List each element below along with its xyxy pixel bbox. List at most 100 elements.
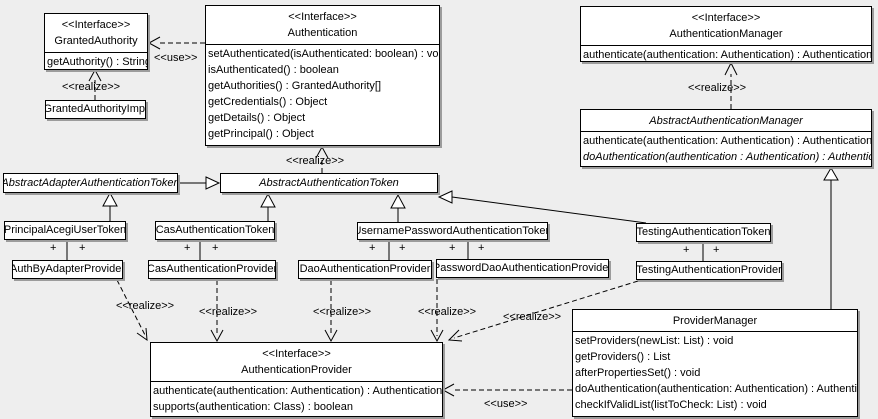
edge-realize-dao-provider[interactable] — [324, 280, 338, 343]
association-end-plus: + — [449, 242, 456, 254]
method: afterPropertiesSet() : void — [575, 367, 701, 379]
edge-realize-abstract-authentication-token[interactable] — [315, 145, 329, 173]
class-username-password-authentication-token[interactable]: UsernamePasswordAuthenticationToken — [357, 222, 548, 240]
realize-label: <<realize>> — [116, 300, 175, 312]
use-label: <<use>> — [154, 52, 198, 64]
edge-generalization-usernamepassword-token[interactable] — [390, 193, 406, 222]
edge-use-authentication-provider[interactable] — [441, 383, 572, 397]
method: getDetails() : Object — [208, 112, 306, 124]
realize-label: <<realize>> — [313, 306, 372, 318]
method-abstract: doAuthentication(authentication : Authen… — [583, 151, 871, 163]
edge-realize-cas-provider[interactable] — [210, 280, 224, 343]
class-name: UsernamePasswordAuthenticationToken — [357, 224, 548, 237]
realize-label: <<realize>> — [503, 311, 562, 323]
realize-label: <<realize>> — [418, 306, 477, 318]
class-name: GrantedAuthority — [54, 35, 138, 47]
class-name: PrincipalAcegiUserToken — [4, 224, 126, 236]
class-authentication-provider[interactable]: <<Interface>> AuthenticationProvider aut… — [150, 342, 443, 417]
association-end-plus: + — [399, 242, 406, 254]
method: getCredentials() : Object — [208, 96, 328, 108]
class-granted-authority[interactable]: <<Interface>> GrantedAuthority getAuthor… — [44, 13, 148, 70]
association-end-plus: + — [212, 242, 219, 254]
method: getAuthorities() : GrantedAuthority[] — [208, 80, 382, 92]
method: setProviders(newList: List) : void — [575, 335, 734, 347]
class-testing-authentication-token[interactable]: TestingAuthenticationToken — [636, 223, 771, 242]
use-label: <<use>> — [484, 398, 528, 410]
association-end-plus: + — [683, 244, 690, 256]
stereotype-label: <<Interface>> — [288, 11, 357, 23]
methods-compartment: authenticate(authentication: Authenticat… — [581, 131, 871, 166]
association-end-plus: + — [478, 242, 485, 254]
edge-realize-abstract-authentication-manager[interactable] — [724, 61, 738, 109]
class-dao-authentication-provider[interactable]: DaoAuthenticationProvider — [298, 260, 432, 279]
association-end-plus: + — [369, 242, 376, 254]
method: authenticate(authentication: Authenticat… — [583, 49, 871, 61]
class-auth-by-adapter-provider[interactable]: AuthByAdapterProvider — [12, 260, 123, 279]
method: authenticate(authentication: Authenticat… — [583, 135, 871, 147]
edge-generalization-principal-token[interactable] — [102, 191, 118, 221]
edge-realize-granted-authority-impl[interactable] — [88, 68, 102, 100]
edge-realize-authbyadapter-provider[interactable] — [116, 279, 148, 342]
association-end-plus: + — [713, 244, 720, 256]
method: getProviders() : List — [575, 351, 671, 363]
stereotype-label: <<Interface>> — [262, 348, 331, 360]
class-provider-manager[interactable]: ProviderManager setProviders(newList: Li… — [572, 309, 858, 417]
class-authentication-manager[interactable]: <<Interface>> AuthenticationManager auth… — [580, 6, 872, 62]
class-name: DaoAuthenticationProvider — [299, 263, 431, 275]
methods-compartment: authenticate(authentication: Authenticat… — [581, 45, 871, 61]
stereotype-label: <<Interface>> — [61, 19, 131, 31]
edge-realize-passworddao-provider[interactable] — [430, 279, 444, 343]
edge-generalization-testing-token[interactable] — [437, 190, 647, 224]
method: isAuthenticated() : boolean — [208, 64, 339, 76]
class-cas-authentication-token[interactable]: CasAuthenticationToken — [155, 221, 275, 240]
class-title: AbstractAuthenticationManager — [581, 110, 871, 131]
method: supports(authentication: Class) : boolea… — [153, 401, 353, 413]
realize-label: <<realize>> — [286, 155, 345, 167]
method: setAuthenticated(isAuthenticated: boolea… — [208, 48, 439, 60]
class-abstract-authentication-token[interactable]: AbstractAuthenticationToken — [220, 173, 438, 193]
method: checkIfValidList(listToCheck: List) : vo… — [575, 399, 767, 411]
class-title: <<Interface>> AuthenticationProvider — [151, 343, 442, 381]
realize-label: <<realize>> — [688, 82, 747, 94]
realize-label: <<realize>> — [62, 81, 121, 93]
class-granted-authority-impl[interactable]: GrantedAuthorityImpl — [45, 100, 146, 119]
class-name: AuthenticationManager — [669, 28, 783, 40]
class-title: <<Interface>> AuthenticationManager — [581, 7, 871, 45]
class-title: ProviderManager — [573, 310, 857, 331]
method: authenticate(authentication: Authenticat… — [153, 385, 442, 397]
methods-compartment: setAuthenticated(isAuthenticated: boolea… — [206, 44, 439, 143]
class-name: ProviderManager — [672, 315, 758, 327]
class-cas-authentication-provider[interactable]: CasAuthenticationProvider — [148, 260, 276, 279]
class-authentication[interactable]: <<Interface>> Authentication setAuthenti… — [205, 5, 440, 146]
methods-compartment: authenticate(authentication: Authenticat… — [151, 381, 442, 416]
class-title: <<Interface>> GrantedAuthority — [45, 14, 147, 52]
class-name: Authentication — [287, 27, 358, 39]
class-abstract-adapter-authentication-token[interactable]: AbstractAdapterAuthenticationToken — [3, 173, 178, 193]
class-name: TestingAuthenticationToken — [636, 226, 771, 238]
stereotype-label: <<Interface>> — [691, 12, 761, 24]
class-name: AbstractAdapterAuthenticationToken — [3, 176, 178, 189]
methods-compartment: setProviders(newList: List) : void getPr… — [573, 331, 857, 414]
edge-generalization-cas-token[interactable] — [260, 192, 276, 221]
method: getPrincipal() : Object — [208, 128, 314, 140]
class-testing-authentication-provider[interactable]: TestingAuthenticationProvider — [636, 261, 782, 280]
class-password-dao-authentication-provider[interactable]: PasswordDaoAuthenticationProvider — [436, 259, 609, 278]
edge-realize-testing-provider[interactable] — [447, 280, 639, 342]
edge-generalization-provider-manager[interactable] — [823, 167, 839, 309]
realize-label: <<realize>> — [199, 306, 258, 318]
class-abstract-authentication-manager[interactable]: AbstractAuthenticationManager authentica… — [580, 109, 872, 167]
method: doAuthentication(authentication: Authent… — [575, 383, 857, 395]
class-name: CasAuthenticationToken — [155, 224, 275, 236]
class-name: TestingAuthenticationProvider — [636, 264, 782, 276]
class-name: CasAuthenticationProvider — [148, 263, 276, 275]
class-title: <<Interface>> Authentication — [206, 6, 439, 44]
methods-compartment: getAuthority() : String — [45, 52, 147, 69]
association-end-plus: + — [184, 242, 191, 254]
method: getAuthority() : String — [47, 56, 147, 68]
edge-use-granted-authority[interactable] — [147, 36, 205, 50]
class-principal-acegi-user-token[interactable]: PrincipalAcegiUserToken — [4, 221, 126, 240]
edge-generalization-adapter-token[interactable] — [178, 176, 221, 190]
association-end-plus: + — [50, 242, 57, 254]
